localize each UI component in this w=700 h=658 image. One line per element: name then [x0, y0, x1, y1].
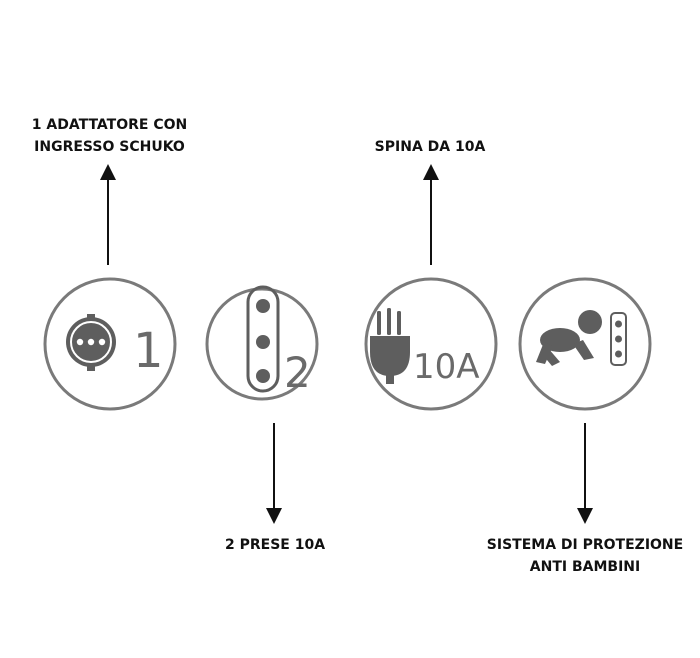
digit-text: 1 — [133, 323, 164, 379]
label-line: ANTI BAMBINI — [529, 559, 641, 575]
italian-socket-icon — [246, 285, 280, 393]
label-line: SISTEMA DI PROTEZIONE — [486, 537, 684, 553]
feature-circle-two-sockets: 2 — [205, 285, 319, 401]
digit-text: 10A — [413, 347, 480, 387]
label-line: 1 ADATTATORE CON — [31, 117, 188, 133]
label-plug-10a: SPINA DA 10A — [355, 136, 505, 158]
digit-text: 2 — [284, 348, 311, 397]
label-line: SPINA DA 10A — [374, 139, 486, 155]
feature-circle-plug: 10A — [364, 277, 498, 411]
italian-socket-icon — [610, 312, 627, 366]
label-child-protection: SISTEMA DI PROTEZIONE ANTI BAMBINI — [470, 534, 700, 578]
label-schuko-adapter: 1 ADATTATORE CON INGRESSO SCHUKO — [17, 114, 202, 158]
feature-circle-schuko: 1 — [43, 277, 177, 411]
feature-circle-child-protection — [518, 277, 652, 411]
label-two-sockets: 2 PRESE 10A — [200, 534, 350, 556]
plug-icon — [370, 308, 410, 384]
crawling-baby-icon — [536, 310, 602, 366]
schuko-socket-icon — [66, 314, 116, 371]
label-line: INGRESSO SCHUKO — [34, 139, 185, 155]
label-line: 2 PRESE 10A — [224, 537, 326, 553]
